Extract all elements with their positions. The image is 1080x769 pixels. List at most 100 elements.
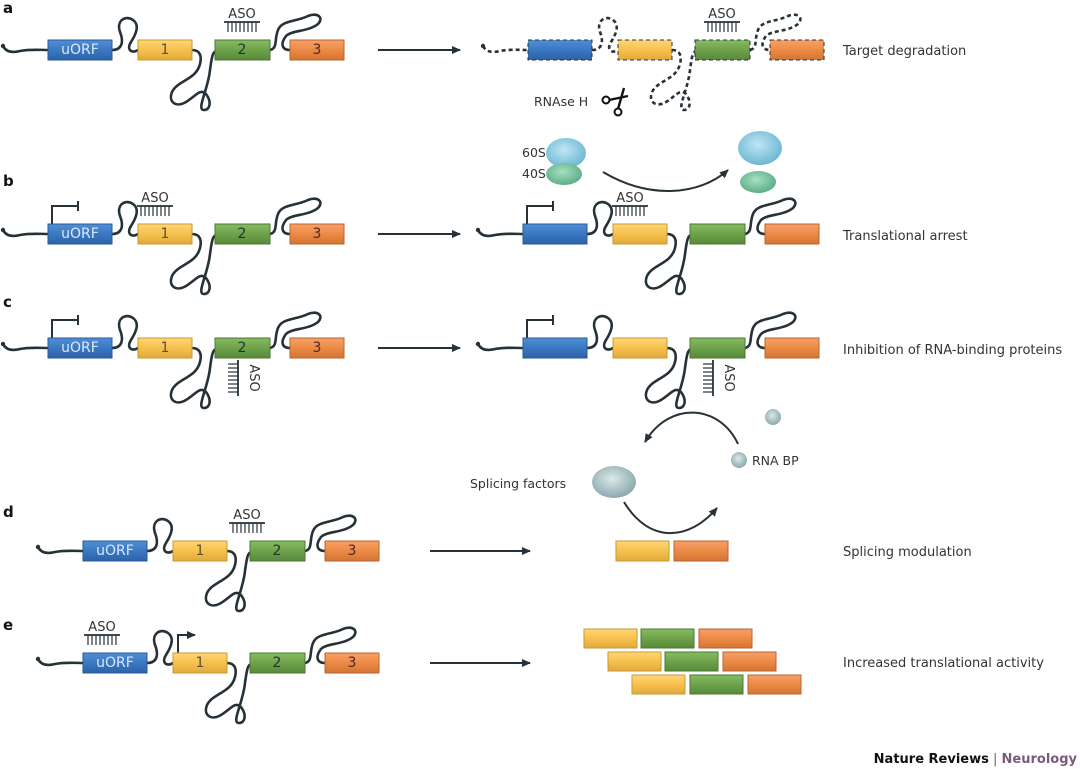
dissociation-arrow	[602, 169, 729, 192]
aso-icon	[611, 205, 649, 217]
aso-icon	[228, 522, 266, 534]
splicing-factor-icon	[592, 466, 636, 498]
aso-label: ASO	[616, 191, 643, 206]
uorf-box	[522, 223, 588, 245]
release-arrow	[644, 411, 739, 445]
outcome-label: Splicing modulation	[843, 545, 972, 560]
aso-icon	[227, 359, 239, 397]
outcome-label: Inhibition of RNA-binding proteins	[843, 343, 1062, 358]
outcome-label: Increased translational activity	[843, 656, 1044, 671]
pre-mrna-transcript: uORF 1 2 3 ASO	[0, 191, 345, 296]
panel-c: c uORF 1 2 3 ASO ASO RNA BP	[0, 293, 1062, 468]
exon-3-box	[324, 540, 380, 562]
aso-icon	[136, 205, 174, 217]
exon-1-label: 1	[196, 655, 205, 671]
exon-3-box	[289, 39, 345, 61]
rna-binding-protein-icon	[731, 452, 747, 468]
protein-unit-yellow	[631, 674, 686, 695]
exon-1-box	[137, 337, 193, 359]
exon-2-label: 2	[273, 655, 282, 671]
pre-mrna-transcript: uORF 1 2 3 ASO	[34, 508, 380, 613]
panel-letter: a	[3, 0, 13, 17]
exon-3-box	[289, 223, 345, 245]
panel-letter: b	[3, 172, 14, 190]
exon-1-label: 1	[161, 42, 170, 58]
exon-3-box	[764, 337, 820, 359]
exon-1-box	[137, 39, 193, 61]
pre-mrna-transcript: uORF 1 2 3 ASO	[0, 7, 345, 112]
uorf-box	[47, 337, 113, 359]
aso-icon	[703, 21, 741, 33]
exon-1-box	[137, 223, 193, 245]
exon-1-label: 1	[161, 226, 170, 242]
protein-unit-green	[664, 651, 719, 672]
rna-bp-label: RNA BP	[752, 453, 799, 468]
panel-letter: c	[3, 293, 12, 311]
exon-3-label: 3	[348, 655, 357, 671]
aso-label: ASO	[233, 508, 260, 523]
panel-a: a uORF 1 2 3 ASO ASO	[0, 0, 966, 117]
translation-block-icon	[526, 315, 554, 338]
uorf-box	[47, 39, 113, 61]
exon-1-box	[617, 39, 673, 61]
credit-section: Neurology	[1002, 752, 1078, 767]
rna-binding-protein-icon	[765, 409, 781, 425]
aso-icon	[223, 21, 261, 33]
uorf-label: uORF	[96, 543, 134, 559]
panel-d: d uORF 1 2 3 ASO Splicing factors Splici…	[3, 466, 972, 613]
svg-text:Nature Reviews | Neurology: Nature Reviews | Neurology	[874, 752, 1078, 767]
protein-unit-orange	[722, 651, 777, 672]
exon-1-label: 1	[196, 543, 205, 559]
uorf-box	[527, 39, 593, 61]
degraded-transcript: ASO	[480, 7, 825, 112]
exon-3-label: 3	[348, 543, 357, 559]
exon-2-box	[249, 652, 306, 674]
uorf-box	[82, 540, 148, 562]
translation-start-arrow-icon	[177, 631, 196, 653]
exon-2-box	[689, 223, 746, 245]
arrested-transcript: ASO	[474, 191, 820, 296]
ribosome-60s-icon	[738, 131, 782, 165]
exon-2-label: 2	[238, 226, 247, 242]
exon-1-box	[612, 337, 668, 359]
exon-2-box	[249, 540, 306, 562]
uorf-box	[47, 223, 113, 245]
protein-unit-yellow	[607, 651, 662, 672]
uorf-label: uORF	[61, 226, 99, 242]
aso-label: ASO	[141, 191, 168, 206]
ribosome-60s-label: 60S	[522, 145, 546, 160]
spliced-exon-3-box	[673, 540, 729, 562]
exon-3-label: 3	[313, 340, 322, 356]
uorf-label: uORF	[61, 42, 99, 58]
credit-separator: |	[989, 752, 1002, 767]
spliced-exon-1-box	[615, 540, 670, 562]
aso-label: ASO	[721, 364, 736, 391]
translation-block-icon	[526, 201, 554, 224]
scissors-icon	[601, 87, 629, 117]
exon-2-box	[694, 39, 751, 61]
protein-unit-orange	[698, 628, 753, 649]
uorf-box	[82, 652, 148, 674]
panel-letter: d	[3, 503, 14, 521]
splicing-factors-label: Splicing factors	[470, 476, 566, 491]
protein-unit-orange	[747, 674, 802, 695]
translated-protein-stack	[583, 628, 802, 695]
aso-label: ASO	[246, 364, 261, 391]
pre-mrna-transcript: uORF 1 2 3 ASO	[0, 311, 345, 410]
uorf-label: uORF	[96, 655, 134, 671]
aso-icon	[83, 634, 121, 646]
ribosome-40s-icon	[546, 163, 582, 185]
ribosome-60s-icon	[546, 138, 586, 168]
exon-2-box	[689, 337, 746, 359]
outcome-label: Target degradation	[842, 44, 966, 59]
outcome-label: Translational arrest	[842, 229, 968, 244]
blocked-transcript: ASO	[474, 311, 820, 410]
panel-e: e uORF 1 2 3 ASO Increased tr	[3, 616, 1044, 725]
exon-2-box	[214, 223, 271, 245]
aso-label: ASO	[708, 7, 735, 22]
exon-1-label: 1	[161, 340, 170, 356]
exon-3-box	[764, 223, 820, 245]
exon-2-box	[214, 39, 271, 61]
ribosome-40s-icon	[740, 171, 776, 193]
